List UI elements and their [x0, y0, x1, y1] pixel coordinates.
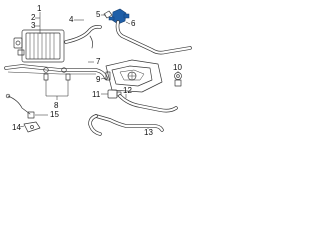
bracket-10: [174, 72, 182, 87]
callout-5: 5: [96, 10, 101, 19]
vapor-line: [4, 64, 108, 80]
callout-1: 1: [37, 4, 42, 13]
charcoal-canister: [13, 29, 65, 63]
callout-6: 6: [131, 19, 136, 28]
leader-14: [19, 125, 25, 128]
clamp-5: [103, 10, 113, 19]
callout-9: 9: [96, 75, 101, 84]
callout-10: 10: [173, 63, 182, 72]
lower-hose-13: [88, 114, 164, 136]
callout-14: 14: [12, 123, 21, 132]
callout-11: 11: [92, 90, 101, 99]
callout-4: 4: [69, 15, 74, 24]
purge-tube: [115, 20, 192, 55]
sensor-harness-15: [5, 93, 35, 119]
lower-hose-12: [118, 94, 178, 113]
callout-13: 13: [144, 128, 153, 137]
vent-hose: [64, 25, 102, 49]
leader-6: [125, 21, 131, 25]
callout-8: 8: [54, 101, 59, 110]
callout-7: 7: [96, 57, 101, 66]
parts-diagram: 1 2 3 4 5 6 7: [4, 4, 192, 137]
leader-9: [100, 77, 107, 80]
evap-module: [105, 59, 163, 93]
callout-2: 2: [31, 13, 36, 22]
callout-3: 3: [31, 21, 36, 30]
purge-valve-6: [108, 8, 130, 25]
callout-bracket-8: [45, 80, 69, 100]
callout-12: 12: [123, 86, 132, 95]
hose-clips: [43, 73, 71, 81]
bracket-14: [23, 121, 41, 133]
callout-15: 15: [50, 110, 59, 119]
